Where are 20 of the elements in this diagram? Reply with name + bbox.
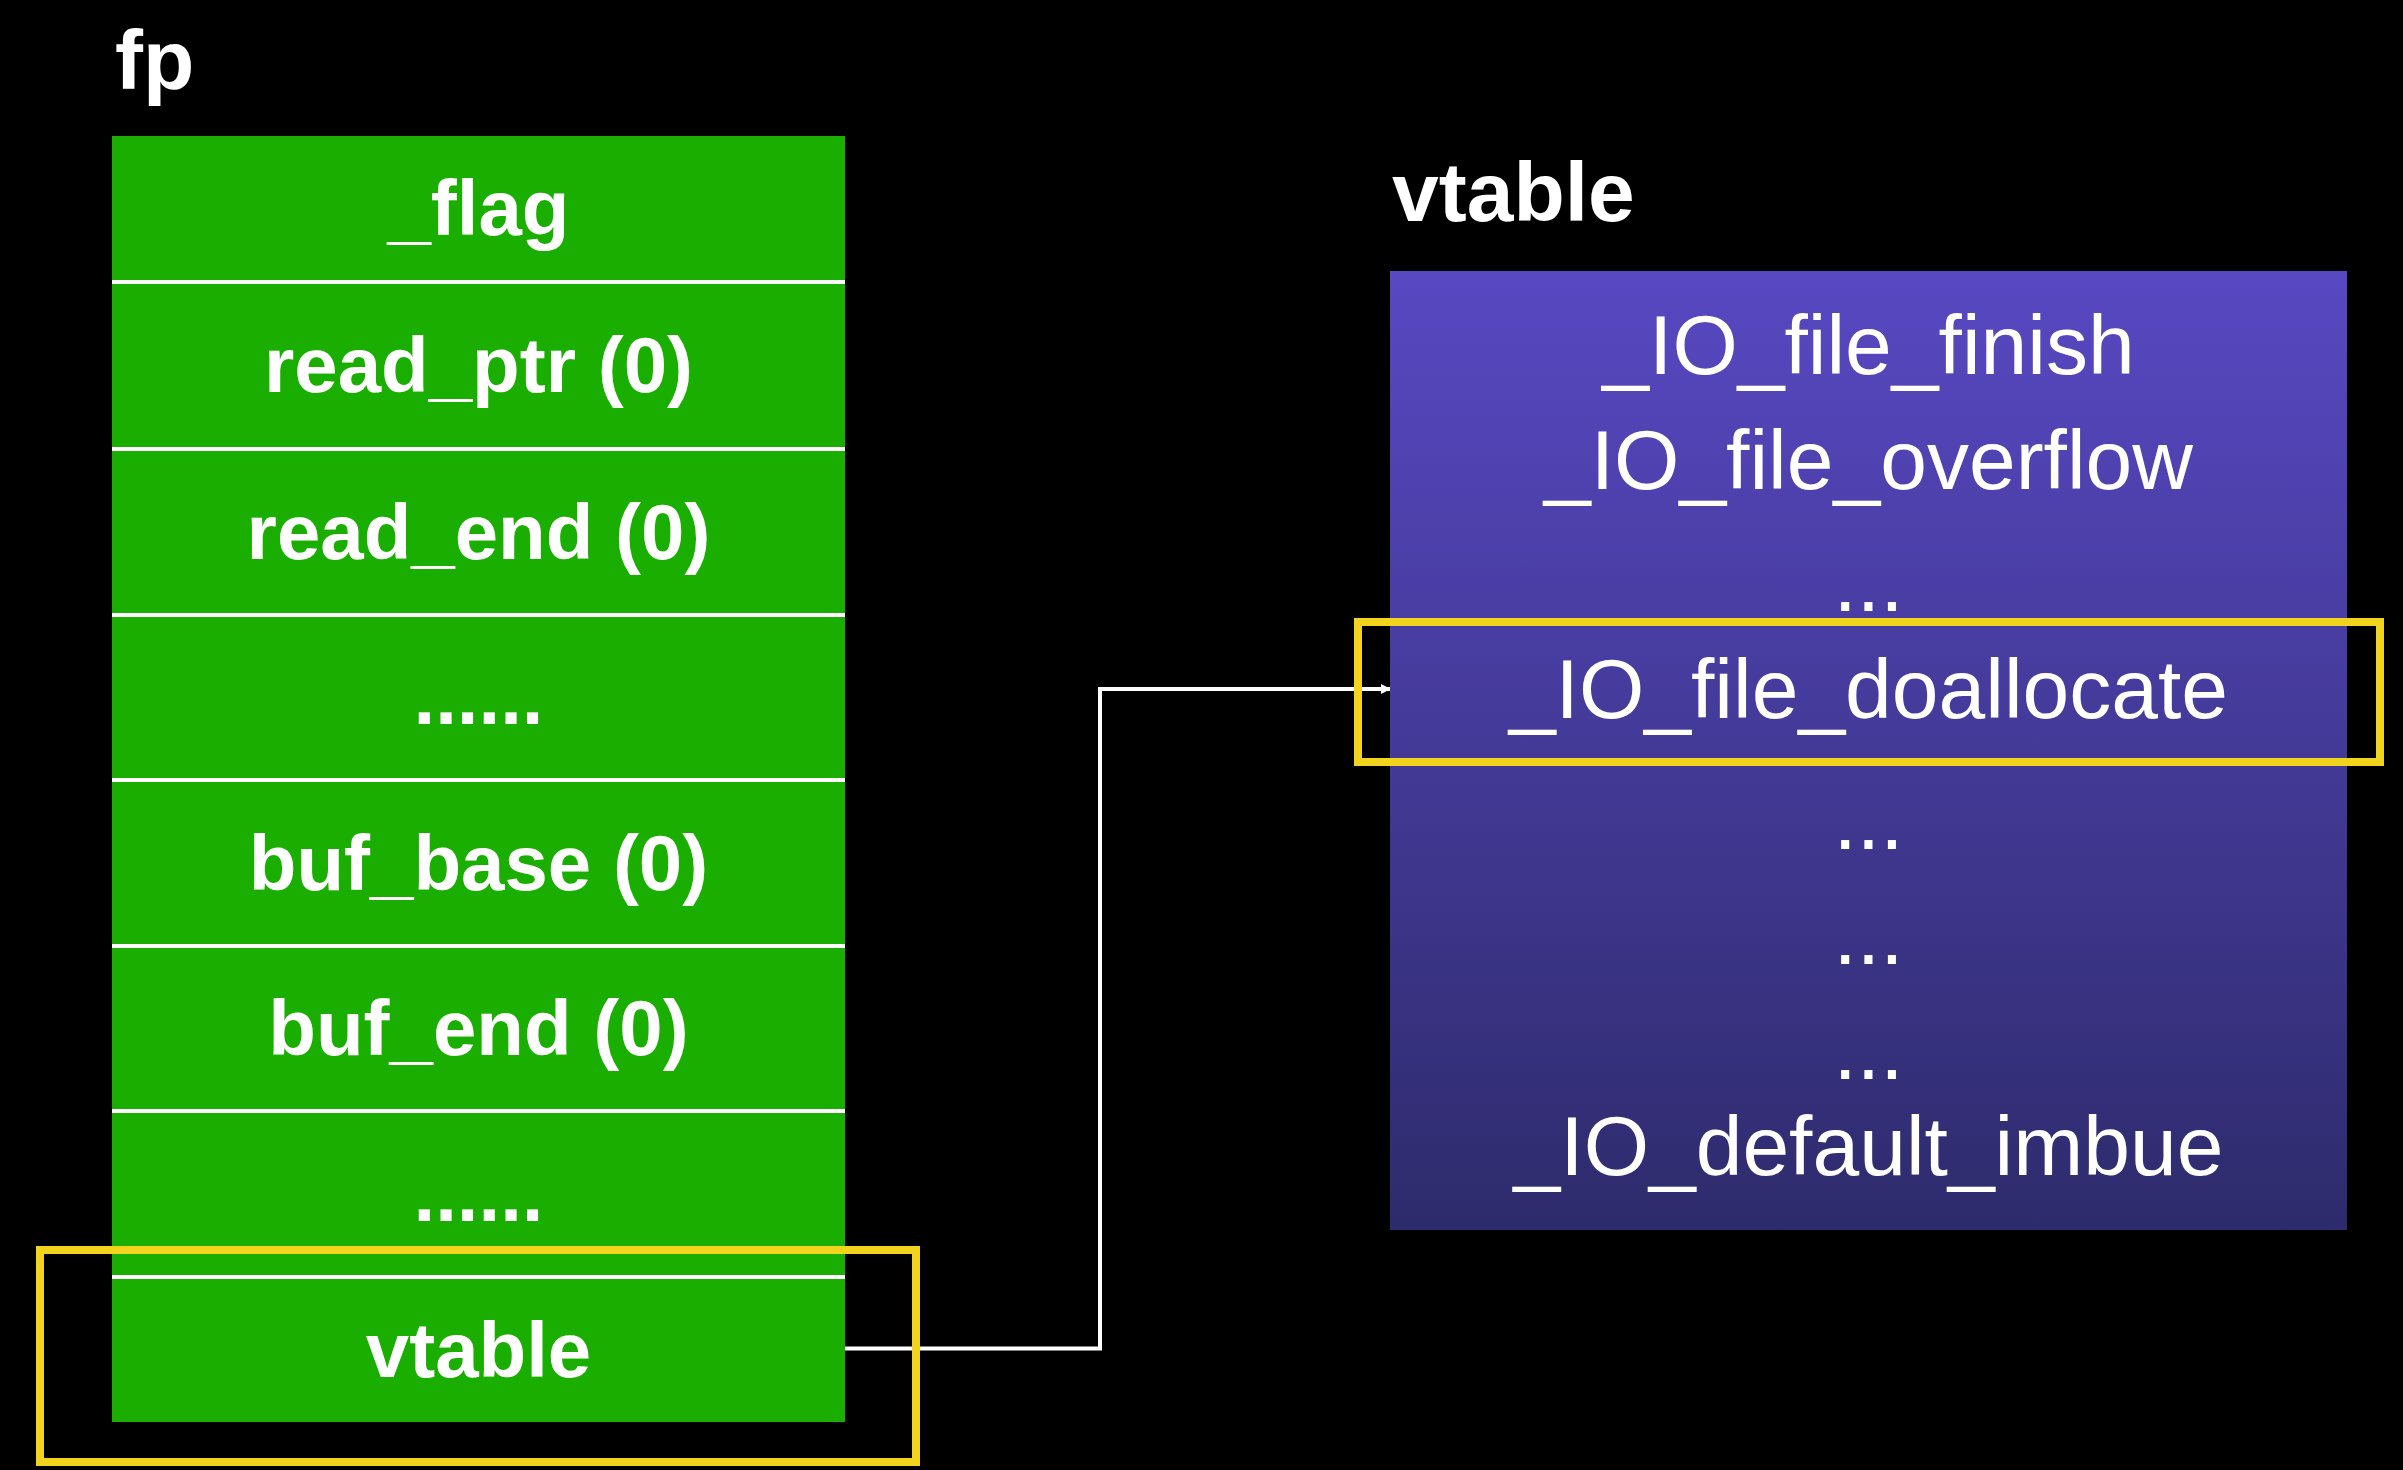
entry-name: _IO_default_imbue xyxy=(1513,1097,2224,1195)
entry-name: read_ptr (0) xyxy=(263,320,694,411)
entry-name: _IO_file_doallocate xyxy=(1508,640,2229,738)
struct-box xyxy=(112,136,845,1422)
entry-name: ... xyxy=(1833,533,1904,631)
entry-name: vtable xyxy=(365,1305,592,1396)
table-box xyxy=(1390,271,2347,1230)
struct-heading: vtable xyxy=(1392,150,1635,234)
entry-name: ...... xyxy=(413,1148,544,1240)
entry-name: _IO_file_finish xyxy=(1602,296,2135,394)
entry-name: ... xyxy=(1833,1001,1904,1099)
entry-name: ... xyxy=(1833,771,1904,869)
entry-name: ...... xyxy=(413,652,544,743)
entry-name: _IO_file_overflow xyxy=(1544,411,2193,509)
entry-name: buf_end (0) xyxy=(268,983,689,1074)
entry-name: ... xyxy=(1833,886,1904,984)
entry-name: read_end (0) xyxy=(246,486,711,578)
arrow xyxy=(845,684,1391,1351)
entry-name: buf_base (0) xyxy=(248,817,709,909)
entry-name: _flag xyxy=(387,162,570,254)
